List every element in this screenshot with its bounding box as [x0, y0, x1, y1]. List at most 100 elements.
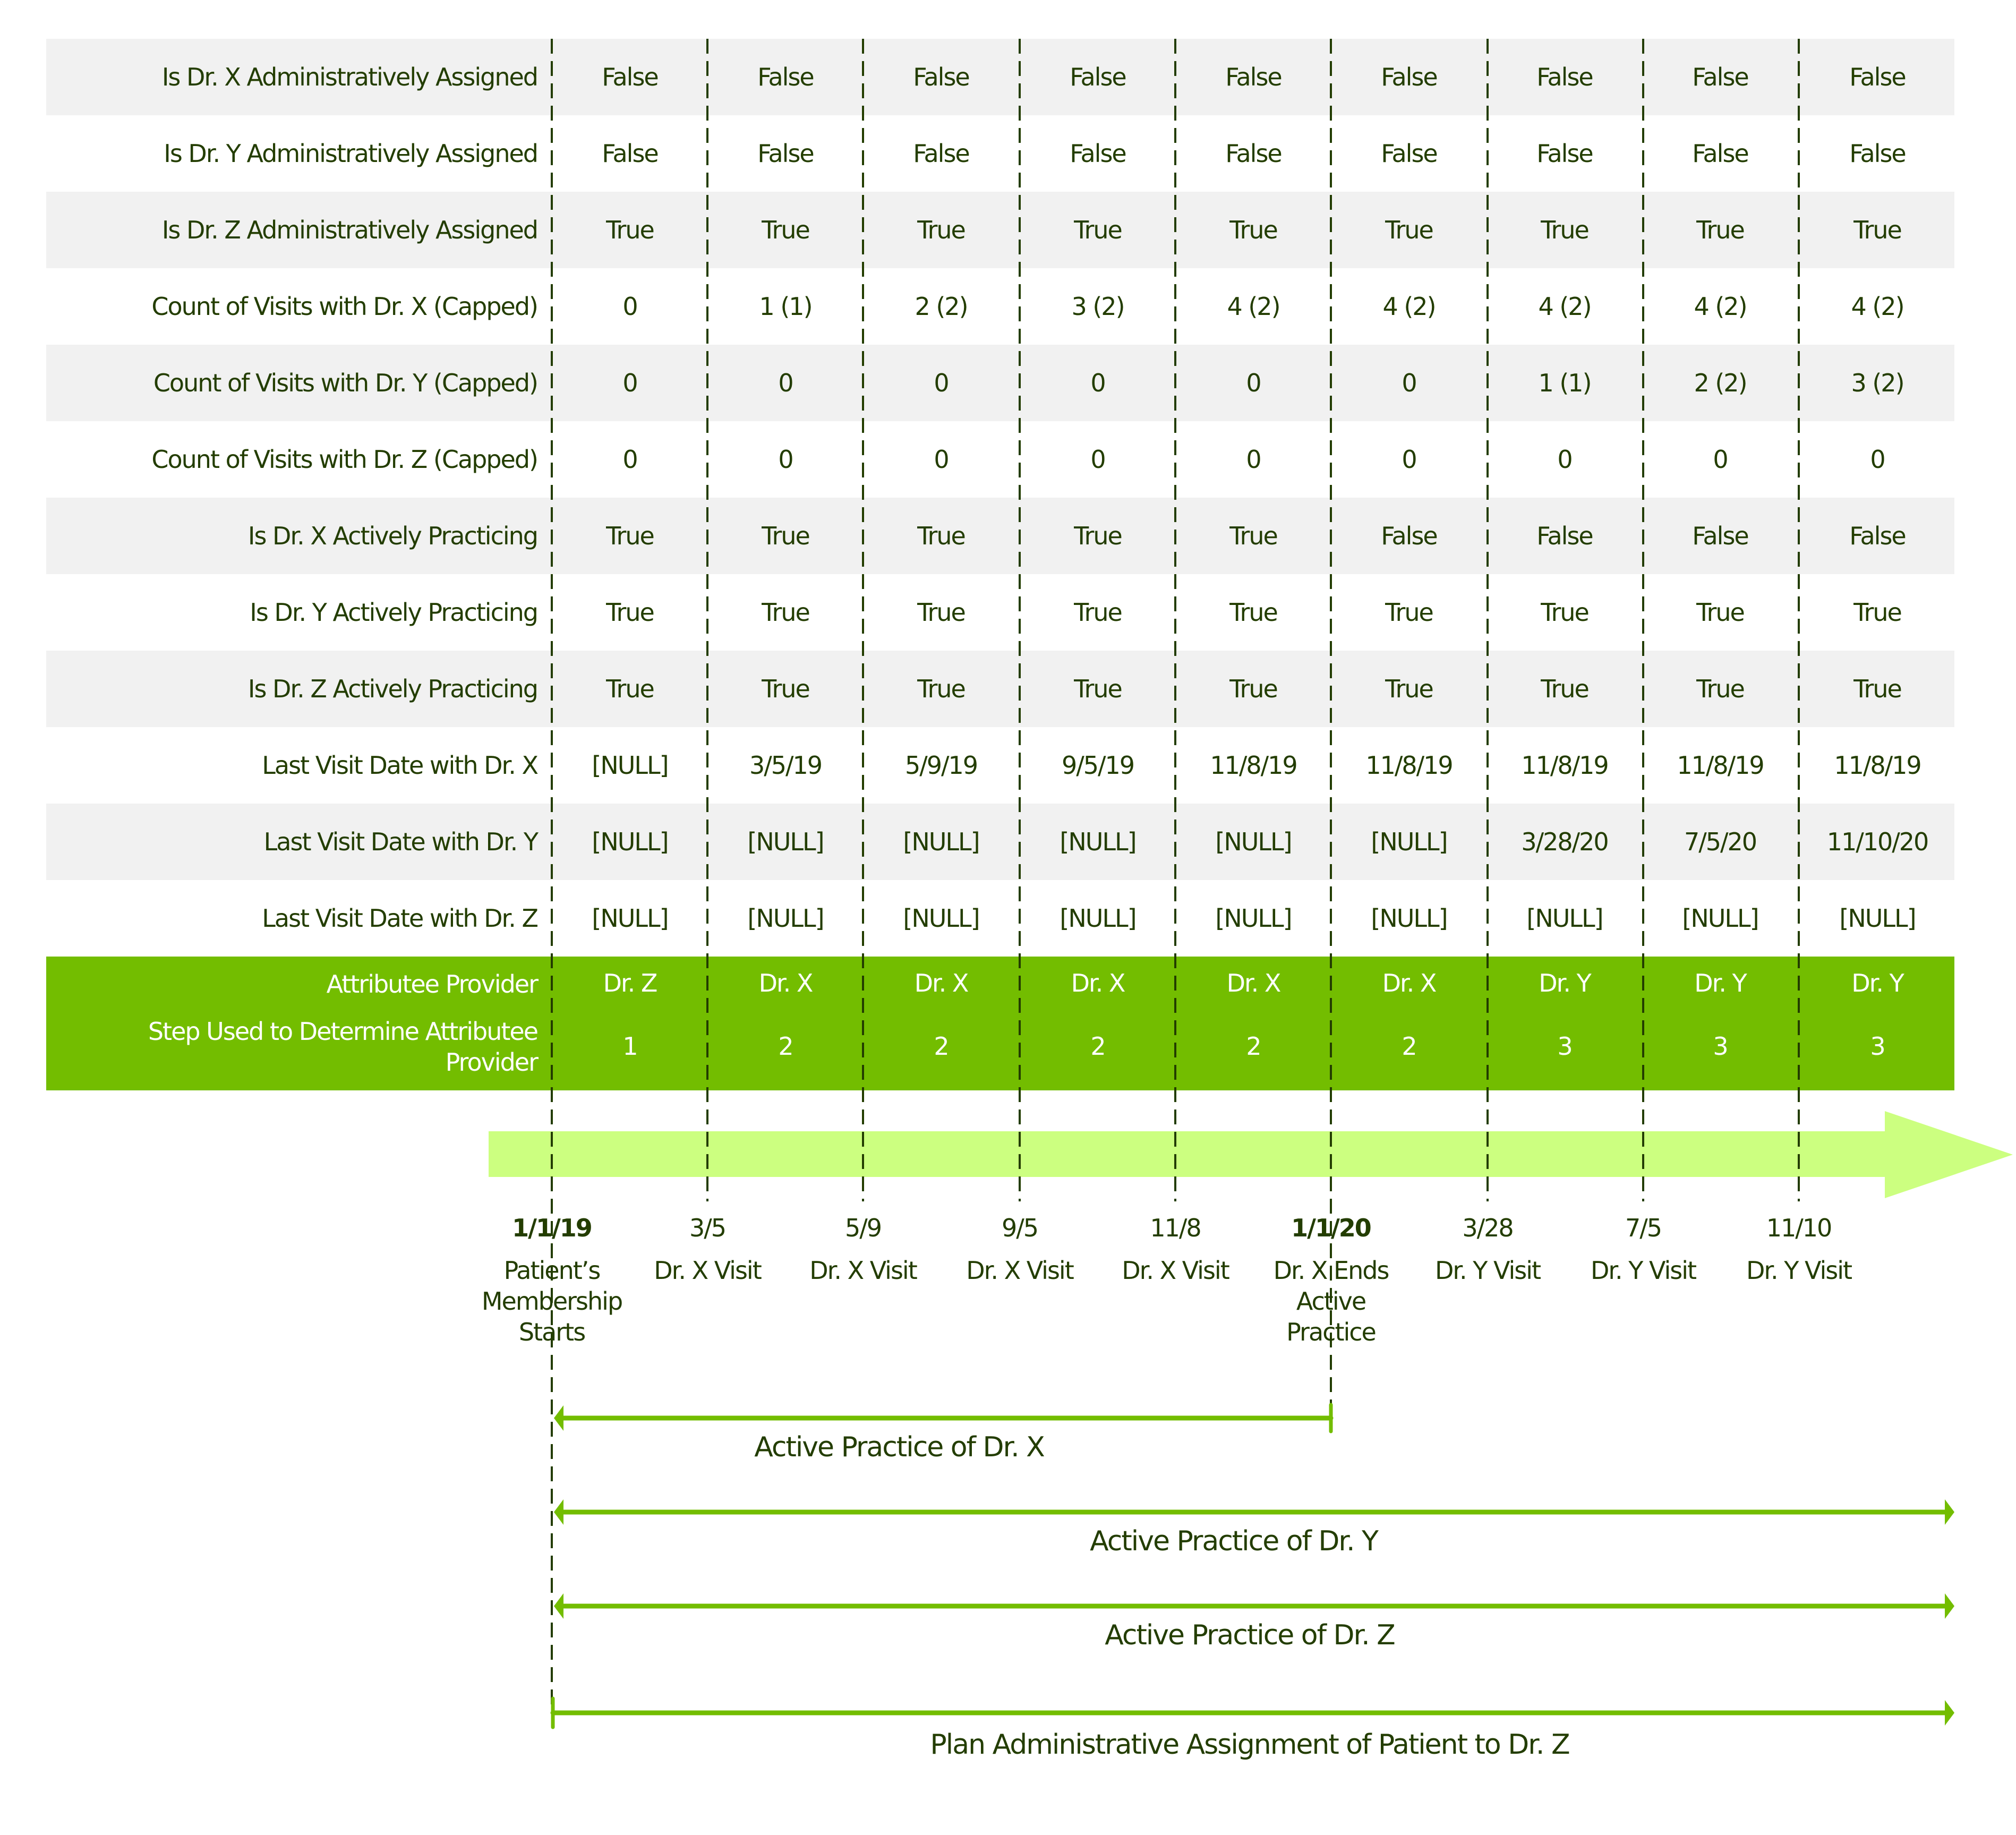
table-cell: 2 (2) [915, 292, 968, 321]
table-cell: False [1225, 139, 1282, 168]
table-cell: 0 [1402, 369, 1417, 397]
table-cell: 1 (1) [1538, 369, 1592, 397]
table-cell: [NULL] [1371, 904, 1448, 933]
event-description: Dr. X Visit [1096, 1255, 1255, 1286]
table-cell: False [1692, 63, 1749, 91]
event-description-line: Dr. X Visit [1122, 1256, 1230, 1285]
table-cell: 11/8/19 [1521, 751, 1609, 780]
left-arrowhead-icon [554, 1405, 563, 1431]
table-cell: 2 [1402, 1032, 1417, 1061]
table-cell: Dr. X [1071, 969, 1126, 997]
table-cell: True [1229, 522, 1278, 550]
table-cell: 3 (2) [1851, 369, 1904, 397]
table-cell: True [1696, 598, 1745, 627]
table-cell: 3 (2) [1071, 292, 1125, 321]
event-description-line: Dr. X Visit [809, 1256, 918, 1285]
row-label: Is Dr. X Actively Practicing [247, 522, 539, 550]
table-cell: 4 (2) [1851, 292, 1904, 321]
table-cell: [NULL] [592, 827, 669, 856]
left-arrowhead-icon [554, 1593, 563, 1619]
table-cell: 5/9/19 [904, 751, 978, 780]
event-description: Dr. Y Visit [1564, 1255, 1723, 1286]
table-cell: True [1853, 675, 1902, 703]
table-cell: 2 [1246, 1032, 1261, 1061]
table-cell: True [1385, 216, 1434, 244]
row-label: Is Dr. Y Administratively Assigned [164, 139, 539, 168]
table-cell: True [1541, 598, 1590, 627]
event-date: 9/5 [1001, 1214, 1039, 1242]
table-cell: False [1536, 139, 1593, 168]
table-cell: 0 [1557, 445, 1573, 474]
row-label: Last Visit Date with Dr. X [262, 751, 539, 780]
table-cell: False [1849, 522, 1906, 550]
row-label: Count of Visits with Dr. Z (Capped) [151, 445, 539, 474]
table-cell: [NULL] [1371, 827, 1448, 856]
table-cell: 11/8/19 [1210, 751, 1297, 780]
table-cell: Dr. Y [1851, 969, 1904, 997]
event-description-line: Starts [518, 1318, 586, 1346]
table-cell: False [757, 139, 814, 168]
table-cell: 11/8/19 [1677, 751, 1764, 780]
table-cell: 0 [934, 369, 949, 397]
event-description-line: Patient’s [503, 1256, 601, 1285]
event-description: Dr. X Visit [783, 1255, 943, 1286]
row-label: Is Dr. Z Administratively Assigned [161, 216, 539, 244]
table-cell: Dr. X [758, 969, 814, 997]
table-cell: True [1074, 598, 1123, 627]
event-date: 3/28 [1462, 1214, 1514, 1242]
right-arrowhead-icon [1945, 1700, 1954, 1726]
table-cell: True [762, 675, 810, 703]
table-cell: True [917, 675, 966, 703]
table-cell: Dr. Y [1694, 969, 1747, 997]
table-cell: 0 [622, 445, 638, 474]
table-cell: False [1849, 139, 1906, 168]
table-cell: True [1385, 675, 1434, 703]
table-cell: True [1696, 216, 1745, 244]
table-cell: False [913, 63, 970, 91]
event-date: 5/9 [844, 1214, 882, 1242]
event-description: Dr. Y Visit [1408, 1255, 1567, 1286]
table-cell: Dr. X [914, 969, 969, 997]
table-cell: True [1541, 675, 1590, 703]
event-description: Dr. Y Visit [1719, 1255, 1878, 1286]
table-row: Last Visit Date with Dr. Z[NULL][NULL][N… [46, 880, 1954, 957]
table-cell: Dr. Z [603, 969, 658, 997]
timeline-bar [489, 1131, 1891, 1177]
span-label: Plan Administrative Assignment of Patien… [930, 1729, 1570, 1761]
table-cell: False [1536, 63, 1593, 91]
table-cell: 3 [1557, 1032, 1573, 1061]
table-cell: False [1381, 139, 1438, 168]
table-cell: False [913, 139, 970, 168]
event-description-line: Dr. X Ends [1273, 1256, 1390, 1285]
event-date: 11/8 [1150, 1214, 1201, 1242]
table-cell: 0 [1246, 369, 1261, 397]
table-cell: 0 [934, 445, 949, 474]
table-cell: False [1070, 139, 1126, 168]
table-cell: 0 [1870, 445, 1885, 474]
table-cell: False [602, 63, 659, 91]
table-cell: 0 [1713, 445, 1728, 474]
event-description: Dr. X Visit [628, 1255, 787, 1286]
table-cell: True [1074, 522, 1123, 550]
table-cell: 4 (2) [1227, 292, 1280, 321]
table-cell: 3/5/19 [749, 751, 823, 780]
table-cell: 9/5/19 [1061, 751, 1135, 780]
table-cell: [NULL] [903, 904, 980, 933]
attributee-provider-row: Attributee Provider Dr. Z Dr. X Dr. X Dr. X D… [46, 957, 1954, 1012]
table-cell: False [1692, 139, 1749, 168]
event-description-line: Dr. X Visit [654, 1256, 762, 1285]
table-cell: True [917, 598, 966, 627]
table-cell: 0 [778, 445, 793, 474]
row-label: Count of Visits with Dr. X (Capped) [151, 292, 539, 321]
event-date: 1/1/20 [1291, 1214, 1372, 1242]
table-cell: True [606, 598, 655, 627]
row-label: Attributee Provider [326, 970, 539, 998]
event-description-line: Dr. Y Visit [1746, 1256, 1852, 1285]
event-description-line: Practice [1286, 1318, 1377, 1346]
event-description-line: Active [1296, 1287, 1366, 1316]
row-label-line: Provider [445, 1048, 539, 1077]
table-cell: 0 [778, 369, 793, 397]
